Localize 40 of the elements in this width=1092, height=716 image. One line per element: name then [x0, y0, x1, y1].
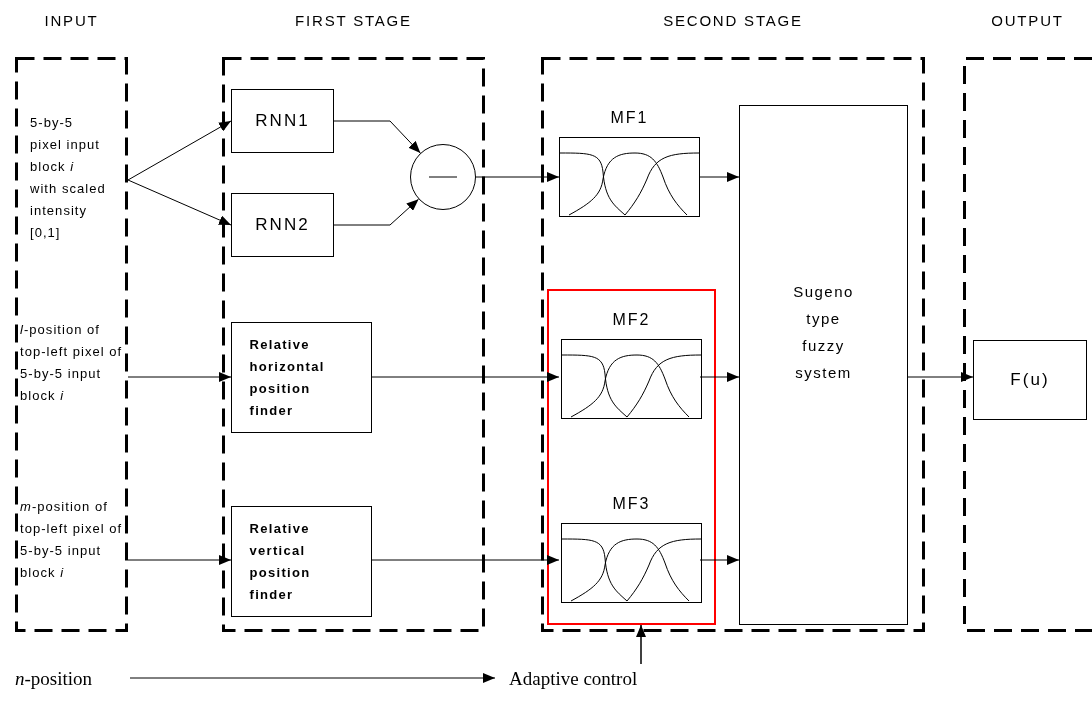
- process-box: [973, 340, 1087, 420]
- input-description: m-position of top-left pixel of 5-by-5 input block i: [20, 498, 124, 582]
- arrow: [127, 120, 232, 181]
- block-label: MF3: [612, 494, 651, 514]
- arrow: [699, 172, 740, 182]
- arrow: [129, 673, 496, 683]
- arrow: [636, 624, 646, 665]
- stage-heading: OUTPUT: [991, 11, 1064, 31]
- stage-heading: SECOND STAGE: [663, 11, 803, 31]
- block-label: F(u): [1010, 369, 1050, 392]
- caption-text: Adaptive control: [509, 666, 638, 691]
- block-label: RNN1: [255, 110, 310, 133]
- arrow: [127, 555, 232, 565]
- arrow: [127, 372, 232, 382]
- process-box: [739, 105, 908, 625]
- arrow: [333, 198, 420, 226]
- block-label: Relative horizontal position finder: [249, 335, 326, 420]
- process-box: [231, 89, 334, 153]
- process-box: [231, 322, 372, 433]
- arrow: [699, 372, 740, 382]
- block-label: RNN2: [255, 214, 310, 237]
- stage-heading: FIRST STAGE: [295, 11, 412, 31]
- arrow: [907, 372, 974, 382]
- input-description: l-position of top-left pixel of 5-by-5 input block i: [20, 321, 124, 405]
- arrow: [699, 555, 740, 565]
- arrow: [127, 179, 232, 226]
- block-label: Sugeno type fuzzy system: [792, 282, 855, 383]
- arrow: [475, 172, 560, 182]
- input-description: 5-by-5 pixel input block i with scaled intensity [0,1]: [30, 114, 107, 242]
- block-label: MF1: [610, 108, 649, 128]
- arrow: [333, 120, 421, 154]
- block-label: Relative vertical position finder: [249, 519, 312, 604]
- arrow: [371, 555, 560, 565]
- process-box: [231, 193, 334, 257]
- highlight-box: [547, 289, 716, 625]
- block-label: MF2: [612, 310, 651, 330]
- stage-heading: INPUT: [44, 11, 99, 31]
- caption-text: n-position: [15, 666, 93, 691]
- process-box: [231, 506, 372, 617]
- arrow: [371, 372, 560, 382]
